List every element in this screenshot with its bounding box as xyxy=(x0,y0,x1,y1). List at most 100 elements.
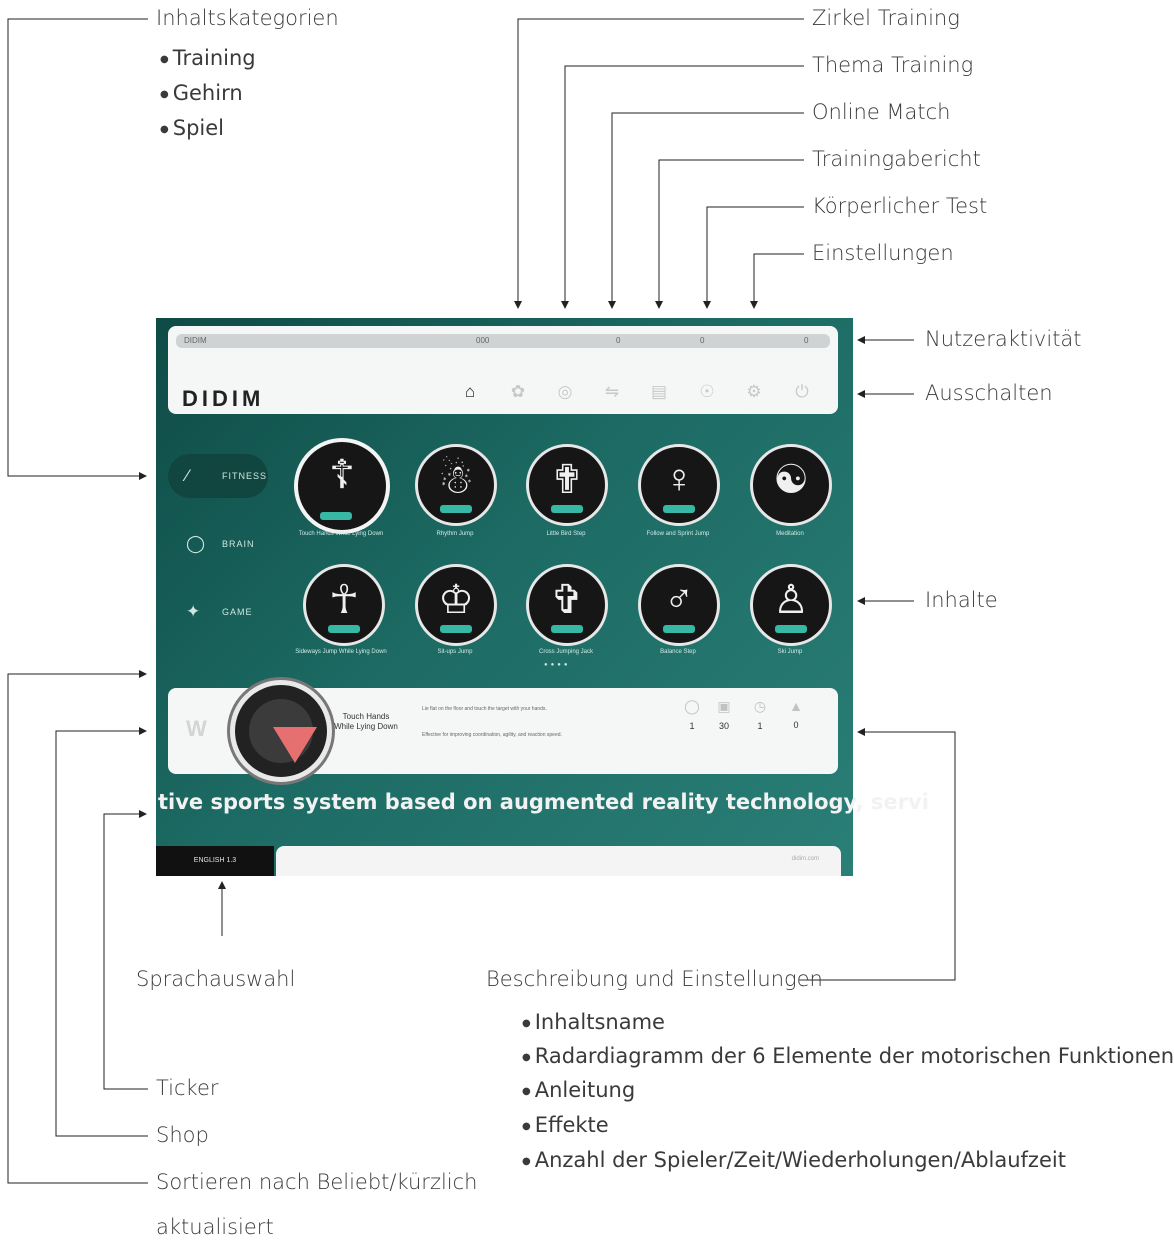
stat-repeats[interactable]: ◷1 xyxy=(748,698,772,731)
content-tile-1[interactable]: ☦ xyxy=(294,438,390,534)
tile-caption-2: Rhythm Jump xyxy=(436,531,474,537)
floor-pad-icon xyxy=(551,505,583,513)
label-ticker: Ticker xyxy=(156,1076,219,1100)
floor-pad-icon xyxy=(440,625,472,633)
tile-caption-6: Sideways Jump While Lying Down xyxy=(295,649,387,655)
content-tile-5[interactable]: ☯ xyxy=(750,444,832,526)
content-tile-3[interactable]: ✟ xyxy=(526,444,608,526)
brain-icon: ◯ xyxy=(186,534,206,553)
floor-pad-icon xyxy=(328,625,360,633)
exercise-figure-icon: ☦ xyxy=(329,453,355,497)
tile-caption-10: Ski Jump xyxy=(777,649,803,655)
label-language-select: Sprachauswahl xyxy=(136,967,296,991)
category-game[interactable]: ✦ GAME xyxy=(168,590,268,634)
exercise-figure-icon: ♀ xyxy=(664,457,694,501)
tile-caption-5: Meditation xyxy=(776,531,804,537)
category-fitness-label: FITNESS xyxy=(222,471,268,481)
stat-players-value: 1 xyxy=(689,721,695,731)
label-physical-test: Körperlicher Test xyxy=(812,194,988,218)
label-training-report: Trainingabericht xyxy=(812,147,981,171)
label-desc-item-effects: Effekte xyxy=(522,1113,609,1137)
page-indicator[interactable]: ●●●● xyxy=(544,662,571,668)
label-contents: Inhalte xyxy=(925,588,998,612)
content-tile-8[interactable]: ✞ xyxy=(526,564,608,646)
content-tile-9[interactable]: ♂ xyxy=(638,564,720,646)
power-icon[interactable]: ⏻ xyxy=(795,382,809,401)
app-screenshot: DIDIM 000 0 0 0 DIDIM ⌂ ✿ ◎ ⇋ ▤ ☉ ⚙ ⏻ ⁄ … xyxy=(156,318,929,876)
content-tile-4[interactable]: ♀ xyxy=(638,444,720,526)
label-category-training: Training xyxy=(160,46,256,70)
category-brain-label: BRAIN xyxy=(222,539,255,549)
tile-caption-3: Little Bird Step xyxy=(546,531,586,537)
label-desc-item-instructions: Anleitung xyxy=(522,1078,635,1102)
tile-caption-1: Touch Hands While Lying Down xyxy=(298,531,384,537)
shop-logo[interactable]: W xyxy=(186,716,207,741)
label-power-off: Ausschalten xyxy=(925,381,1053,405)
language-selector[interactable]: ENGLISH 1.3 xyxy=(156,846,274,876)
content-tile-6[interactable]: ☥ xyxy=(303,564,385,646)
tile-caption-4: Follow and Sprint Jump xyxy=(646,531,710,537)
didim-logo: DIDIM xyxy=(182,386,265,411)
activity-user: DIDIM xyxy=(184,336,207,345)
label-settings: Einstellungen xyxy=(812,241,954,265)
stat-elapsed[interactable]: ▲0 xyxy=(784,698,808,730)
category-fitness[interactable]: ⁄ FITNESS xyxy=(168,454,268,498)
exercise-figure-icon: ☥ xyxy=(329,578,359,622)
activity-value-1: 000 xyxy=(476,336,490,345)
label-description-settings: Beschreibung und Einstellungen xyxy=(486,967,823,991)
label-user-activity: Nutzeraktivität xyxy=(925,327,1082,351)
elapsed-icon: ▲ xyxy=(789,698,803,714)
floor-pad-icon xyxy=(551,625,583,633)
players-icon: ◯ xyxy=(684,698,700,714)
stat-time[interactable]: ▣30 xyxy=(712,698,736,731)
category-brain[interactable]: ◯ BRAIN xyxy=(168,522,268,566)
exercise-figure-icon: ♂ xyxy=(664,577,694,621)
radar-triangle xyxy=(273,727,317,763)
radar-dial[interactable] xyxy=(230,680,332,782)
content-tile-7[interactable]: ♔ xyxy=(415,564,497,646)
circuit-training-icon[interactable]: ✿ xyxy=(510,382,526,401)
label-content-categories: Inhaltskategorien xyxy=(156,6,339,30)
tile-caption-7: Sit-ups Jump xyxy=(437,649,473,655)
exercise-figure-icon: ✟ xyxy=(550,458,584,502)
tile-caption-9: Balance Step xyxy=(660,649,696,655)
footer-text: didim.com xyxy=(791,856,819,862)
content-tile-2[interactable]: ☃ xyxy=(415,444,497,526)
label-shop: Shop xyxy=(156,1123,209,1147)
online-match-icon[interactable]: ⇋ xyxy=(604,382,620,401)
stat-elapsed-value: 0 xyxy=(793,720,799,730)
label-online-match: Online Match xyxy=(812,100,951,124)
floor-pad-icon xyxy=(440,505,472,513)
tile-caption-8: Cross Jumping Jack xyxy=(538,649,594,655)
activity-value-3: 0 xyxy=(700,336,705,345)
exercise-figure-icon: ☃ xyxy=(438,458,474,502)
training-report-icon[interactable]: ▤ xyxy=(650,382,668,401)
callout-lines xyxy=(7,18,956,1184)
category-game-label: GAME xyxy=(222,607,253,617)
floor-pad-icon xyxy=(320,512,352,520)
settings-icon[interactable]: ⚙ xyxy=(746,382,762,401)
label-sort-line2: aktualisiert xyxy=(156,1215,274,1239)
content-name-line1: Touch Hands xyxy=(342,712,390,721)
content-name-line2: While Lying Down xyxy=(334,722,398,731)
floor-pad-icon xyxy=(663,625,695,633)
exercise-figure-icon: ♙ xyxy=(773,578,809,622)
exercise-figure-icon: ♔ xyxy=(438,578,474,622)
floor-pad-icon xyxy=(775,625,807,633)
repeat-icon: ◷ xyxy=(753,698,767,714)
label-desc-item-name: Inhaltsname xyxy=(522,1010,665,1034)
physical-test-icon[interactable]: ☉ xyxy=(699,382,715,401)
stat-players[interactable]: ◯1 xyxy=(680,698,704,731)
label-theme-training: Thema Training xyxy=(812,53,974,77)
stat-repeats-value: 1 xyxy=(757,721,763,731)
content-tile-10[interactable]: ♙ xyxy=(750,564,832,646)
exercise-figure-icon: ✞ xyxy=(550,578,584,622)
user-activity-bar: DIDIM 000 0 0 0 xyxy=(176,334,830,348)
theme-training-icon[interactable]: ◎ xyxy=(557,382,573,401)
label-sort-line1: Sortieren nach Beliebt/kürzlich xyxy=(156,1170,478,1194)
label-desc-item-radar: Radardiagramm der 6 Elemente der motoris… xyxy=(522,1044,1174,1068)
activity-value-4: 0 xyxy=(804,336,809,345)
exercise-figure-icon: ☯ xyxy=(773,458,809,502)
home-icon[interactable]: ⌂ xyxy=(464,382,476,401)
game-icon: ✦ xyxy=(186,602,201,621)
